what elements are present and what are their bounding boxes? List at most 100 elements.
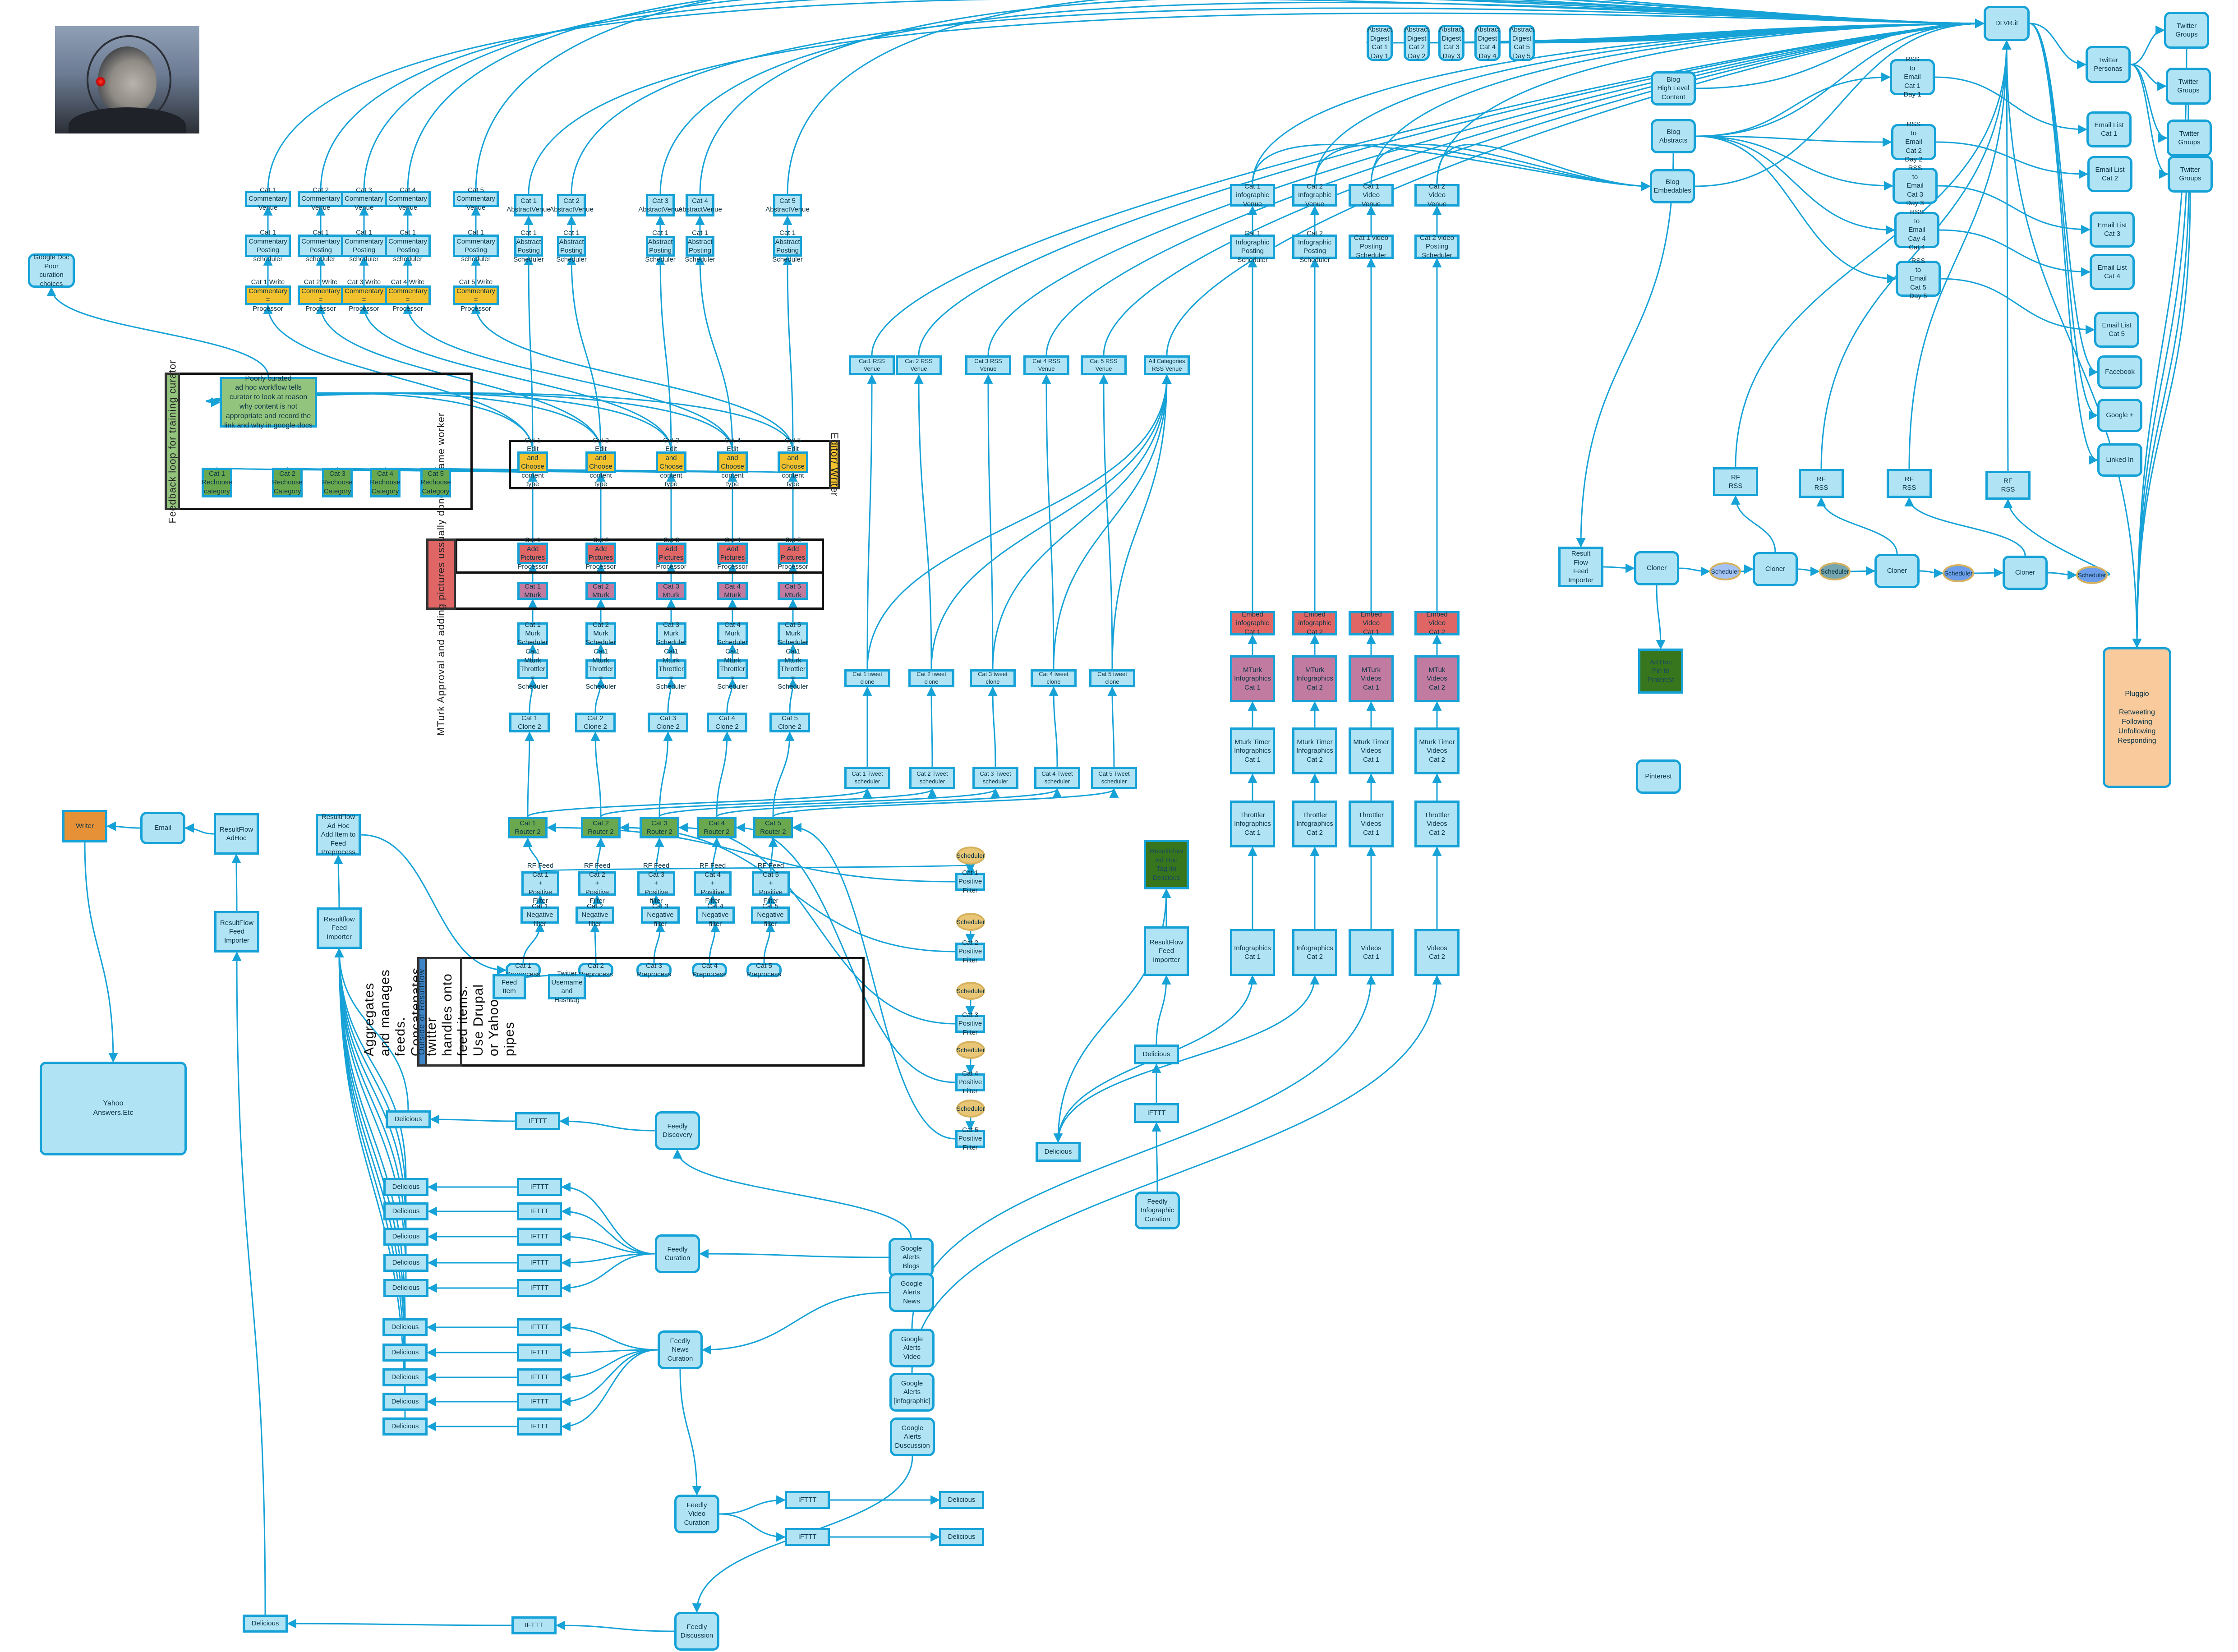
node-ad1[interactable]: Abstract Digest Cat 1 Day 1	[1367, 25, 1393, 61]
node-re5[interactable]: RSS to Email Cat 5 Day 5	[1896, 257, 1941, 300]
node-dlvr[interactable]: DLVR.it	[1984, 6, 2030, 41]
node-ed3[interactable]: Cat 3 Edit and Choose content type	[656, 437, 686, 488]
node-ms3[interactable]: Cat 3 Murk Scheduler	[656, 621, 686, 646]
node-rf4[interactable]: RF Feed Cat 4 + Positive Filter	[694, 862, 732, 905]
node-facebook[interactable]: Facebook	[2097, 355, 2142, 389]
node-vv1[interactable]: Cat 1 Video Venue	[1349, 183, 1394, 208]
node-ts5[interactable]: Cat 5 Tweet scheduler	[1091, 767, 1137, 789]
node-pf3[interactable]: Cat 3 Positive Filter	[955, 1011, 985, 1036]
node-mth2[interactable]: Cat1 Mturk Throttler = Scheduler	[585, 648, 616, 691]
node-inf2[interactable]: Infographics Cat 2	[1292, 929, 1337, 976]
node-ad2[interactable]: Abstract Digest Cat 2 Day 2	[1404, 25, 1430, 61]
node-rf3[interactable]: RF Feed Cat 3 + Positive filter	[637, 862, 675, 905]
node-wc5[interactable]: Cat 5 Write Commentary = Processor	[453, 278, 499, 313]
node-cv5[interactable]: Cat 5 Commentary Venue	[453, 186, 499, 212]
node-del-d[interactable]: Delicious	[243, 1615, 288, 1633]
node-ad3[interactable]: Abstract Digest Cat 3 Day 3	[1438, 25, 1464, 61]
node-tg3[interactable]: Twitter Groups	[2167, 120, 2212, 156]
node-nf3[interactable]: Cat 3 Negative filter	[641, 902, 680, 928]
node-cv4[interactable]: Cat 4 Commentary Venue	[385, 186, 431, 212]
node-rc5[interactable]: Cat 5 Rechoose Category	[420, 468, 451, 497]
node-gdoc[interactable]: Google Doc Poor curation choices	[28, 253, 75, 288]
node-iv2[interactable]: Cat 2 Infographic Venue	[1292, 183, 1337, 208]
node-ap4[interactable]: Cat 4 Add Pictures Processor	[717, 536, 748, 571]
node-ifttt-c1[interactable]: IFTTT	[517, 1318, 562, 1336]
node-pinadhoc[interactable]: Ad Hoc Pin to Pinterest	[1638, 649, 1683, 694]
node-cps4[interactable]: Cat 1 Commentary Posting scheduler	[385, 229, 431, 263]
node-mth5[interactable]: Cat1 Mturk Throttler = Scheduler	[778, 648, 808, 691]
node-ap5[interactable]: Cat 5 Add Pictures Processor	[778, 536, 808, 571]
node-cln3[interactable]: Cloner	[1874, 554, 1920, 588]
node-cv2[interactable]: Cat 2 Commentary Venue	[298, 186, 344, 212]
node-rfimp-left2[interactable]: Resultflow Feed Importer	[317, 907, 362, 949]
node-av5[interactable]: Cat 5 AbstractVenue	[765, 194, 810, 216]
node-del-mid[interactable]: Delicious	[1134, 1045, 1179, 1064]
node-ifttt-c3[interactable]: IFTTT	[517, 1368, 562, 1386]
node-pinterest[interactable]: Pinterest	[1636, 759, 1681, 794]
node-mt2[interactable]: Cat 2 Mturk	[585, 582, 616, 600]
node-mv2[interactable]: MTuk Videos Cat 2	[1414, 655, 1460, 702]
node-mtv2[interactable]: Mturk Timer Videos Cat 2	[1414, 727, 1460, 774]
node-rfadhoc[interactable]: ResultFlow AdHoc	[214, 813, 259, 855]
node-iv1[interactable]: Cat 1 infographic Venue	[1230, 183, 1275, 208]
node-mtv1[interactable]: Mturk Timer Videos Cat 1	[1349, 727, 1394, 774]
node-ifttt-c2[interactable]: IFTTT	[517, 1344, 562, 1362]
node-vps1[interactable]: Cat 1 video Posting Scheduler	[1349, 234, 1394, 259]
node-rss3[interactable]: Cat 3 RSS Venue	[965, 355, 1011, 375]
node-el3[interactable]: Email List Cat 3	[2090, 212, 2135, 248]
node-mth4[interactable]: Cat1 Mturk Throttler = Scheduler	[717, 648, 748, 691]
node-pf4[interactable]: Cat 4 Positive Filter	[955, 1070, 985, 1095]
node-vid1[interactable]: Videos Cat 1	[1349, 929, 1394, 976]
node-nf5[interactable]: Cat 5 Negative filter	[751, 902, 790, 928]
node-ed2[interactable]: Cat 2 Edit and Choose content type	[585, 437, 616, 488]
node-rss1[interactable]: Cat1 RSS Venue	[849, 355, 895, 375]
node-cv1[interactable]: Cat 1 Commentary Venue	[245, 186, 291, 212]
node-re2[interactable]: RSS to Email Cat 2 Day 2	[1891, 120, 1936, 163]
node-vid2[interactable]: Videos Cat 2	[1414, 929, 1460, 976]
node-ifttt-v2[interactable]: IFTTT	[785, 1528, 830, 1546]
node-re4[interactable]: RSS to Email Cay 4 Cat 4	[1894, 208, 1939, 251]
node-el2[interactable]: Email List Cat 2	[2087, 156, 2132, 192]
node-del-a[interactable]: Delicious	[386, 1110, 431, 1128]
node-del-b1[interactable]: Delicious	[383, 1178, 428, 1196]
node-thv1[interactable]: Throttler Videos Cat 1	[1349, 801, 1394, 847]
node-feedly-info[interactable]: Feedly Infographic Curation	[1135, 1192, 1180, 1229]
node-bloghigh[interactable]: Blog High Level Content	[1651, 71, 1696, 106]
node-ms4[interactable]: Cat 4 Murk Scheduler	[717, 621, 748, 646]
node-del-c3[interactable]: Delicious	[382, 1368, 428, 1386]
node-ifttt-b4[interactable]: IFTTT	[517, 1254, 562, 1272]
node-ev2[interactable]: Embed Video Cat 2	[1414, 611, 1460, 636]
node-ro1[interactable]: Cat 1 Router 2	[508, 817, 548, 838]
node-ap1[interactable]: Cat 1 Add Pictures Processor	[517, 536, 548, 571]
node-feeditem[interactable]: Feed Item	[493, 974, 526, 999]
node-rf2[interactable]: RF Feed Cat 2 + Positive Filter	[578, 862, 616, 905]
node-pluggio[interactable]: Pluggio Retweeting Following Unfollowing…	[2103, 647, 2171, 788]
node-ga-news[interactable]: Google Alerts News	[889, 1273, 934, 1312]
node-rfrss4[interactable]: RF RSS	[1985, 471, 2031, 500]
node-pp3[interactable]: Cat 3 Preprocess	[636, 962, 672, 978]
node-sch2[interactable]: Scheduler	[956, 982, 985, 1000]
node-wc1[interactable]: Cat 1 Write Commentary = Processor	[245, 278, 291, 313]
node-sch3[interactable]: Scheduler	[956, 1041, 985, 1059]
node-cln1[interactable]: Cloner	[1634, 551, 1679, 585]
node-rfimp-mid[interactable]: ResultFlow Feed Importter	[1144, 926, 1189, 976]
node-ms1[interactable]: Cat 1 Murk Scheduler	[517, 621, 548, 646]
node-tc5[interactable]: Cat 5 tweet clone	[1089, 669, 1135, 687]
node-ips1[interactable]: Cat 1 Infographic Posting Scheduler	[1230, 230, 1275, 264]
node-ad5[interactable]: Abstract Digest Cat 5 Day 5	[1509, 25, 1535, 61]
node-mt1[interactable]: Cat 1 Mturk	[517, 582, 548, 600]
node-del-v1[interactable]: Delicious	[939, 1491, 984, 1509]
node-cl2[interactable]: Cat 2 Clone 2	[575, 713, 616, 732]
node-blogemb[interactable]: Blog Embedables	[1650, 169, 1695, 203]
node-ap3[interactable]: Cat 3 Add Pictures Processor	[656, 536, 686, 571]
node-ips2[interactable]: Cat 2 Infographic Posting Scheduler	[1292, 230, 1337, 264]
node-rc2[interactable]: Cat 2 Rechoose Category	[272, 468, 303, 497]
node-del-c5[interactable]: Delicious	[382, 1417, 428, 1436]
node-cl1[interactable]: Cat 1 Clone 2	[509, 713, 550, 732]
node-nf1[interactable]: Cat 1 Negative filter	[520, 902, 559, 928]
node-ms5[interactable]: Cat 5 Murk Scheduler	[778, 621, 808, 646]
node-googleplus[interactable]: Google +	[2097, 399, 2142, 432]
node-ga-blogs[interactable]: Google Alerts Blogs	[889, 1238, 934, 1277]
node-rss4[interactable]: Cat 4 RSS Venue	[1023, 355, 1069, 375]
node-wc3[interactable]: Cat 3 Write Commentary = Processor	[341, 278, 387, 313]
